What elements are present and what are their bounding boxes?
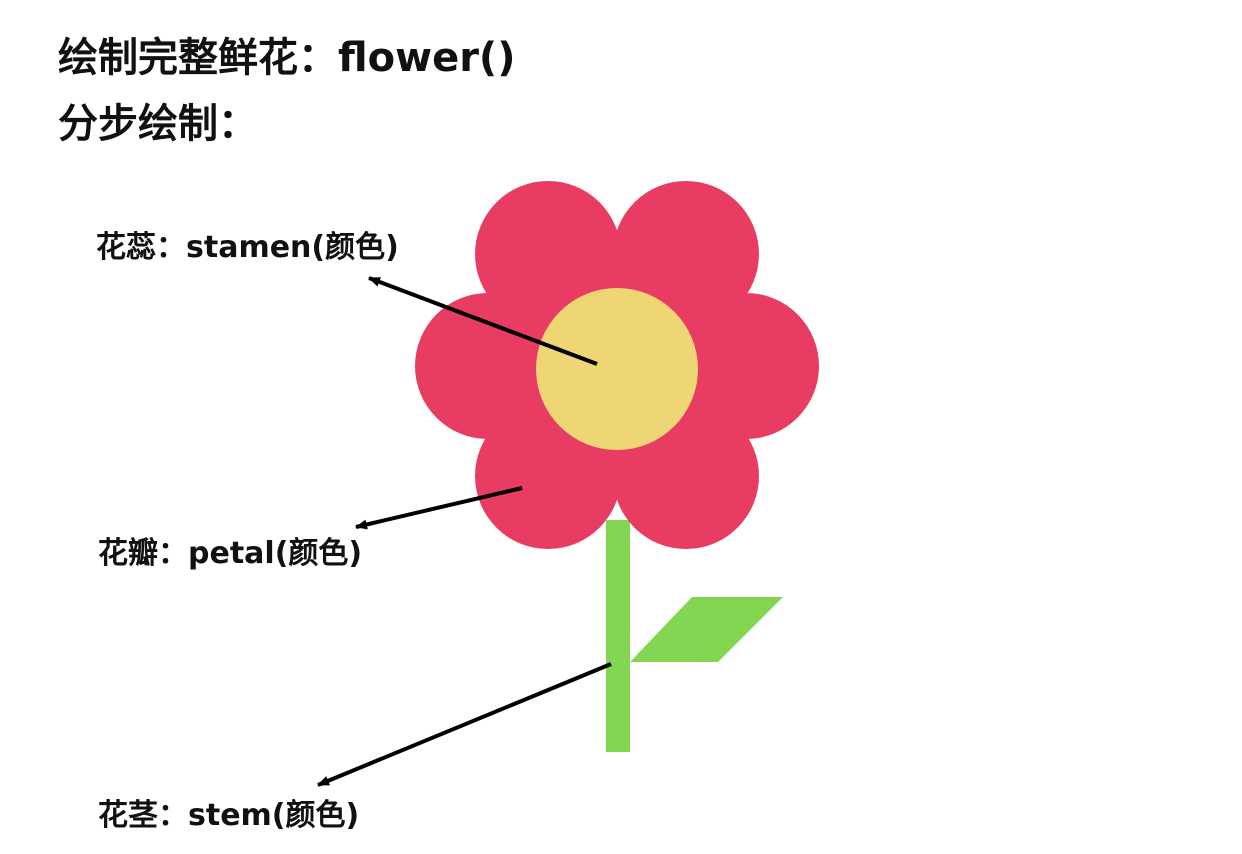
stamen	[536, 288, 698, 450]
stem-arrow	[317, 662, 612, 787]
page-title: 绘制完整鲜花：flower()	[58, 35, 516, 81]
petal-arrow	[355, 486, 523, 530]
stem-label: 花茎：stem(颜色)	[98, 798, 360, 833]
stamen-label: 花蕊：stamen(颜色)	[96, 230, 399, 265]
page-subtitle: 分步绘制：	[58, 101, 258, 147]
petal-label: 花瓣：petal(颜色)	[98, 536, 363, 571]
stem	[606, 520, 630, 752]
leaf	[630, 597, 783, 662]
stamen-arrow	[368, 276, 598, 366]
